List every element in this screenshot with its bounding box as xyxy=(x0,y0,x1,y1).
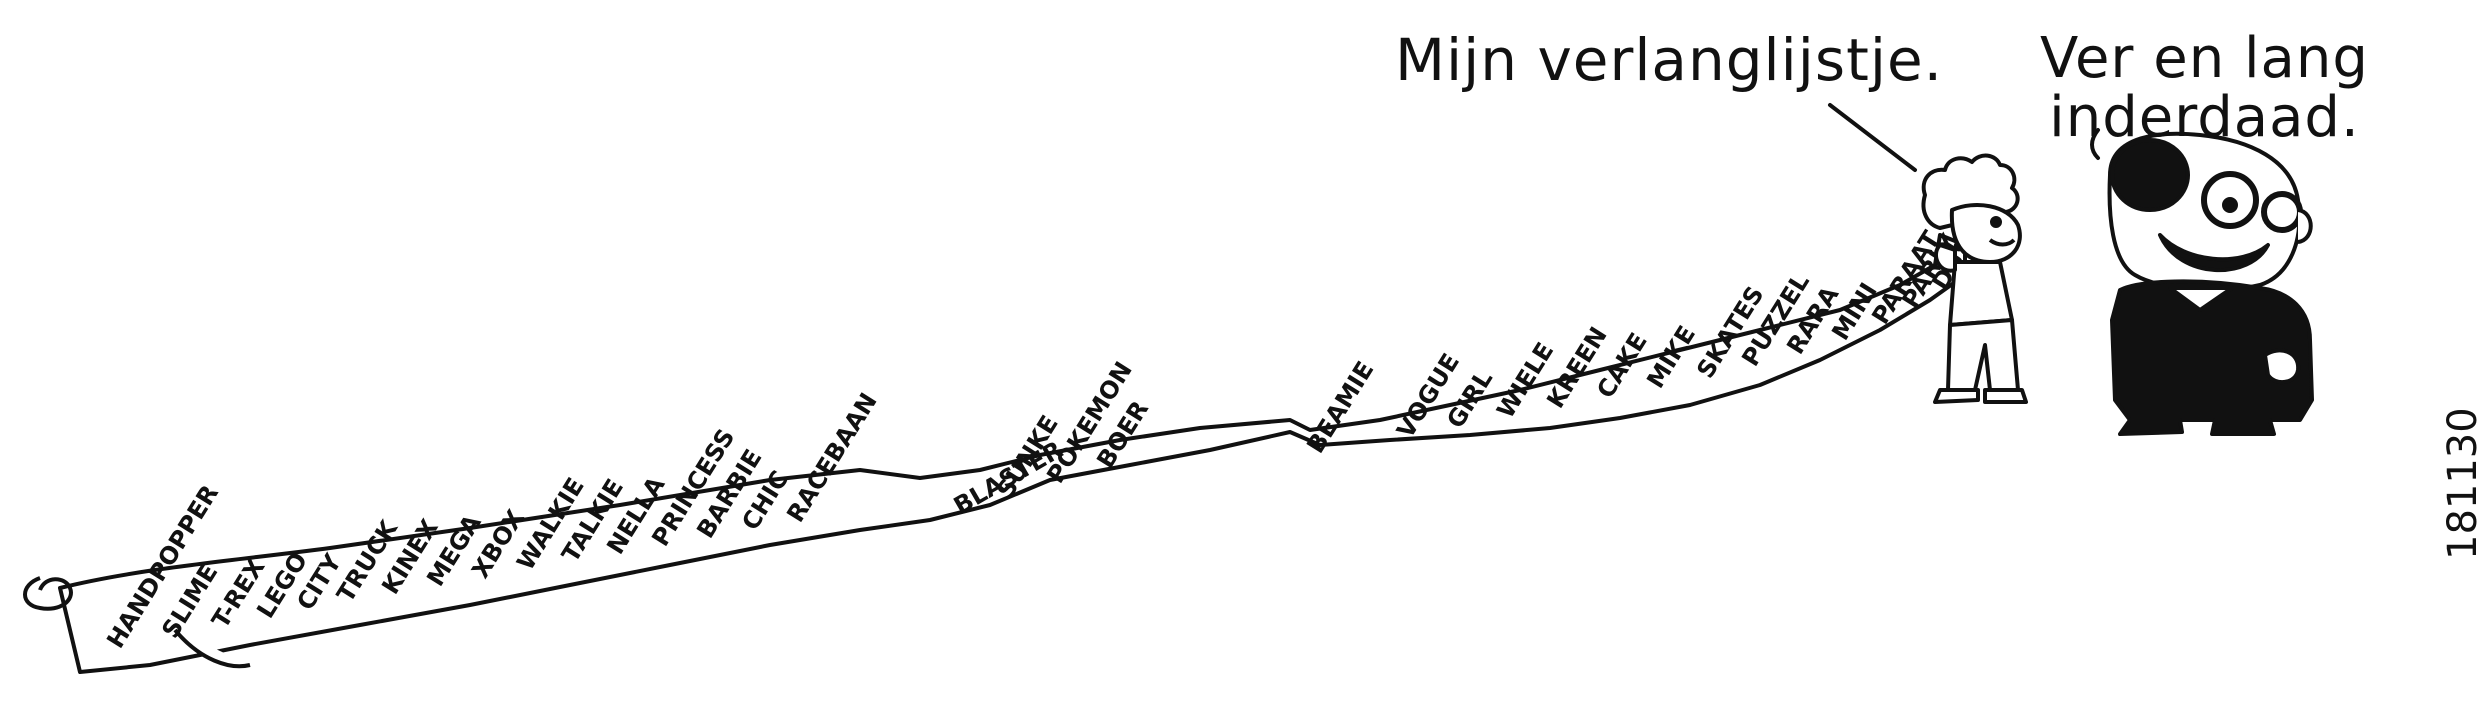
man-hand xyxy=(2263,348,2301,384)
glasses-lens xyxy=(2261,191,2303,233)
kid-pants xyxy=(1946,318,2020,392)
man-shoes xyxy=(2118,418,2276,436)
man-hair-patch xyxy=(2110,138,2190,212)
man-speech-tail xyxy=(2090,128,2100,160)
man-grin xyxy=(2158,233,2270,273)
man-speech-line: Ver en lang xyxy=(2040,26,2369,91)
man-ear xyxy=(2297,208,2313,244)
kid-eye xyxy=(1990,216,2002,228)
wish-list-scroll xyxy=(23,233,1967,674)
kid-mouth xyxy=(1988,238,2016,247)
kid-speech-bubble: Mijn verlanglijstje. xyxy=(1395,26,1944,94)
date-stamp: 181130 xyxy=(2440,407,2480,560)
man-suit xyxy=(2110,279,2314,422)
kid-figure xyxy=(1921,153,2028,404)
man-speech-line: inderdaad. xyxy=(2049,84,2360,150)
kid-shirt xyxy=(1948,260,2014,327)
man-speech-bubble: Ver en lang inderdaad. xyxy=(2040,26,2369,150)
speech-pointers xyxy=(1828,103,2100,172)
kid-shoes xyxy=(1933,388,2028,404)
man-collar xyxy=(2168,286,2234,312)
kid-face xyxy=(1949,203,2022,264)
man-eye xyxy=(2222,197,2238,213)
scroll-text: HANDPOPPER SLIME T-REX LEGO CITY TRUCK K… xyxy=(101,201,1999,653)
man-figure xyxy=(2107,131,2314,436)
kid-arm xyxy=(1934,243,1957,273)
kid-speech-tail xyxy=(1828,103,1917,172)
